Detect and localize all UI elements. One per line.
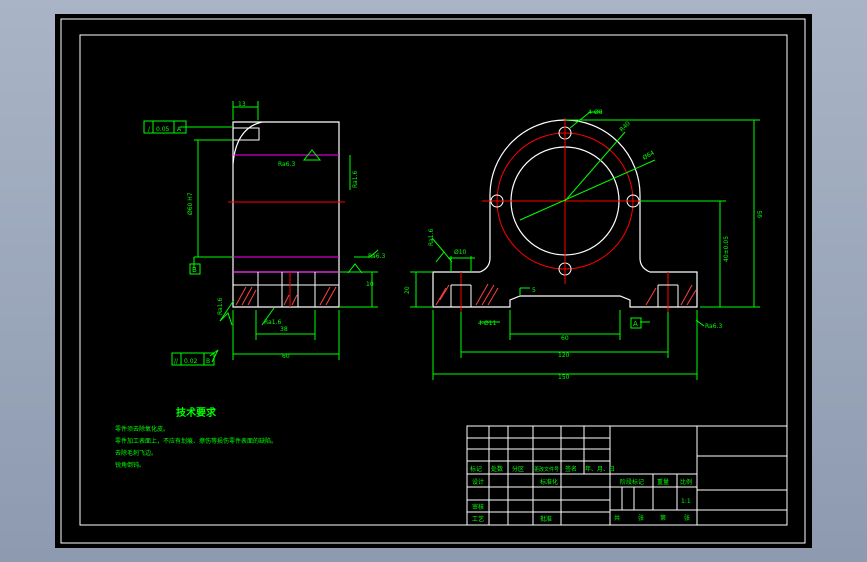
- title-block: 标记 处数 分区 更改文件号 签名 年、月、日 设计 标准化 审核 工艺 批准 …: [466, 425, 788, 526]
- tb-design: 设计: [472, 478, 484, 486]
- tb-scale-label: 比例: [680, 478, 692, 486]
- tb-mark: 标记: [470, 465, 482, 473]
- roughness-3: Ra6.3: [368, 253, 385, 260]
- tech-req-line-1: 零件须去除氧化皮。: [115, 425, 169, 433]
- roughness-front: Ra1.6: [428, 229, 435, 246]
- dim-60-front: 60: [561, 335, 569, 342]
- foot-holes: [450, 284, 679, 307]
- tech-req-line-4: 锐角倒钝。: [115, 461, 145, 469]
- side-top-arc: [232, 121, 263, 165]
- dim-4-phi11: 4-Ø11: [478, 320, 497, 327]
- tb-sign: 签名: [565, 465, 577, 473]
- tech-req-line-2: 零件加工表面上，不应有划痕、擦伤等损伤零件表面的缺陷。: [115, 437, 277, 445]
- title-block-grid: [466, 425, 788, 526]
- note-4-holes: 4-Ø8: [588, 109, 603, 116]
- inner-frame: [79, 34, 788, 526]
- side-dimensions: [180, 101, 379, 363]
- flatness-frame: / 0.05 A: [143, 120, 187, 134]
- roughness-2: Ra1.6: [352, 171, 359, 188]
- datum-b-label: B: [192, 266, 197, 274]
- tb-approve: 批准: [540, 515, 552, 523]
- parallel-value: 0.02: [184, 358, 198, 365]
- tb-count: 处数: [491, 465, 503, 473]
- roughness-1: Ra6.3: [278, 161, 295, 168]
- tb-zone: 分区: [512, 465, 524, 473]
- tech-req-line-3: 去除毛刺飞边。: [115, 449, 157, 457]
- tb-sheet-unit2: 张: [684, 514, 690, 522]
- front-hatching: [435, 283, 697, 306]
- datum-b: B: [189, 263, 201, 275]
- roughness-remaining: Ra6.3: [705, 323, 722, 330]
- tech-req-title: 技术要求: [176, 406, 217, 419]
- dim-120: 120: [558, 352, 570, 359]
- roughness-5: Ra1.6: [264, 319, 281, 326]
- tb-review: 审核: [472, 503, 484, 511]
- parallel-symbol: //: [174, 358, 179, 365]
- tb-doc-no: 更改文件号: [534, 466, 559, 473]
- tb-standard: 标准化: [540, 478, 558, 486]
- dim-40: 40±0.05: [723, 236, 730, 262]
- tb-weight: 重量: [657, 478, 669, 486]
- parallel-datum: B: [206, 358, 210, 365]
- roughness-4: Ra1.6: [217, 298, 224, 315]
- datum-a-label: A: [633, 320, 638, 328]
- technical-requirements: 技术要求 零件须去除氧化皮。 零件加工表面上，不应有划痕、擦伤等损伤零件表面的缺…: [115, 406, 277, 469]
- dim-13: 13: [238, 101, 246, 108]
- tb-stage-mark: 阶段标记: [620, 478, 644, 486]
- flatness-symbol: /: [148, 126, 151, 133]
- tb-process: 工艺: [472, 515, 484, 523]
- side-view: / 0.05 A // 0.02 B B 13 38 60 Ø60 H7 Ra6…: [143, 101, 385, 366]
- outer-border: [60, 18, 806, 544]
- dim-38: 38: [280, 326, 288, 333]
- flatness-value: 0.05: [156, 126, 170, 133]
- tb-scale-value: 1:1: [681, 498, 691, 505]
- front-dimensions: [410, 111, 760, 380]
- front-body-outline: [432, 119, 698, 308]
- dim-20: 20: [404, 286, 411, 294]
- dim-bore: Ø60 H7: [187, 192, 194, 215]
- side-top-hole: [232, 127, 260, 141]
- datum-a: A: [630, 317, 642, 329]
- dim-95: 95: [757, 210, 764, 218]
- parallel-frame: // 0.02 B: [171, 352, 215, 366]
- dim-150: 150: [558, 374, 570, 381]
- front-view: A 4-Ø8 R40 Ø64 95 40±0.05 20 Ø10 5 4-Ø11…: [404, 109, 764, 381]
- tb-date: 年、月、日: [585, 465, 615, 473]
- tb-sheets-total: 共: [614, 514, 620, 522]
- tb-sheets-unit: 张: [638, 514, 644, 522]
- side-hatching: [235, 286, 337, 306]
- dim-10: 10: [366, 281, 374, 288]
- tb-sheet-no: 第: [660, 514, 666, 522]
- dim-60-side: 60: [282, 353, 290, 360]
- dim-phi10: Ø10: [454, 249, 467, 256]
- dim-5: 5: [532, 287, 536, 294]
- flatness-datum: A: [177, 126, 182, 133]
